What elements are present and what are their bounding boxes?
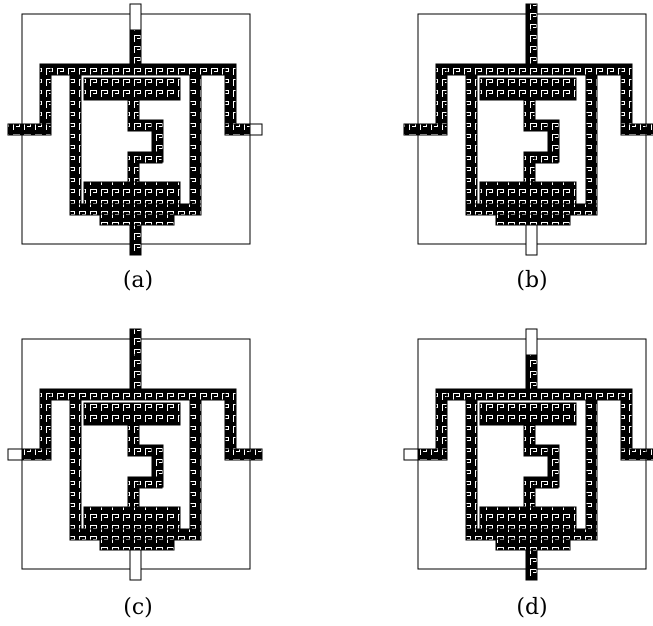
caption-a: (a) [122, 268, 154, 293]
port-bottom-open [525, 224, 538, 256]
caption-c: (c) [123, 595, 153, 620]
meander-trace-segment [435, 63, 448, 129]
port-right-meander [645, 448, 653, 461]
meander-trace-segment [620, 123, 653, 136]
meander-trace-segment [479, 77, 577, 101]
meander-trace-segment [525, 27, 538, 65]
meander-trace-segment [69, 203, 202, 216]
meander-trace-segment [620, 388, 633, 454]
meander-trace-segment [495, 538, 571, 551]
meander-trace-segment [224, 63, 237, 129]
meander-trace-segment [189, 399, 202, 535]
meander-trace-segment [465, 203, 598, 216]
meander-trace-segment [495, 213, 571, 226]
meander-trace-segment [129, 352, 142, 390]
meander-trace-segment [465, 74, 478, 210]
meander-trace-segment [523, 151, 536, 183]
meander-trace-segment [479, 402, 577, 426]
meander-trace-segment [69, 528, 202, 541]
port-bottom-meander [129, 224, 142, 256]
meander-trace-segment [525, 352, 538, 390]
antenna-panel-b [403, 3, 653, 256]
meander-trace-segment [585, 399, 598, 535]
meander-trace-segment [523, 476, 536, 508]
antenna-panel-d [403, 328, 653, 581]
meander-trace-segment [479, 181, 577, 205]
meander-trace-segment [435, 388, 448, 454]
port-top-meander [129, 328, 142, 356]
antenna-panel-a [7, 3, 263, 256]
meander-trace-segment [39, 63, 237, 76]
port-top-open [129, 3, 142, 31]
port-top-open [525, 328, 538, 356]
port-left-meander [403, 123, 419, 136]
port-left-open [7, 448, 23, 461]
meander-trace-segment [83, 77, 181, 101]
port-left-meander [7, 123, 23, 136]
meander-trace-segment [224, 388, 237, 454]
port-bottom-meander [525, 549, 538, 581]
meander-trace-segment [479, 506, 577, 530]
meander-trace-segment [39, 388, 52, 454]
port-top-meander [525, 3, 538, 31]
meander-trace-segment [99, 538, 175, 551]
meander-trace-segment [189, 74, 202, 210]
port-left-open [403, 448, 419, 461]
meander-trace-segment [620, 448, 653, 461]
meander-trace-segment [39, 63, 52, 129]
caption-b: (b) [516, 268, 548, 293]
meander-trace-segment [620, 63, 633, 129]
meander-trace-segment [585, 74, 598, 210]
meander-trace-segment [83, 506, 181, 530]
meander-trace-segment [127, 151, 140, 183]
port-bottom-open [129, 549, 142, 581]
meander-trace-segment [69, 74, 82, 210]
meander-trace-segment [129, 27, 142, 65]
meander-trace-segment [465, 399, 478, 535]
port-right-meander [645, 123, 653, 136]
meander-trace-segment [83, 402, 181, 426]
meander-trace-segment [39, 388, 237, 401]
meander-trace-segment [99, 213, 175, 226]
meander-trace-segment [69, 399, 82, 535]
meander-trace-segment [127, 476, 140, 508]
meander-trace-segment [465, 528, 598, 541]
port-right-meander [249, 448, 263, 461]
port-right-open [249, 123, 263, 136]
meander-trace-segment [435, 63, 633, 76]
meander-trace-segment [83, 181, 181, 205]
meander-trace-segment [435, 388, 633, 401]
antenna-panel-c [7, 328, 263, 581]
caption-d: (d) [516, 595, 548, 620]
